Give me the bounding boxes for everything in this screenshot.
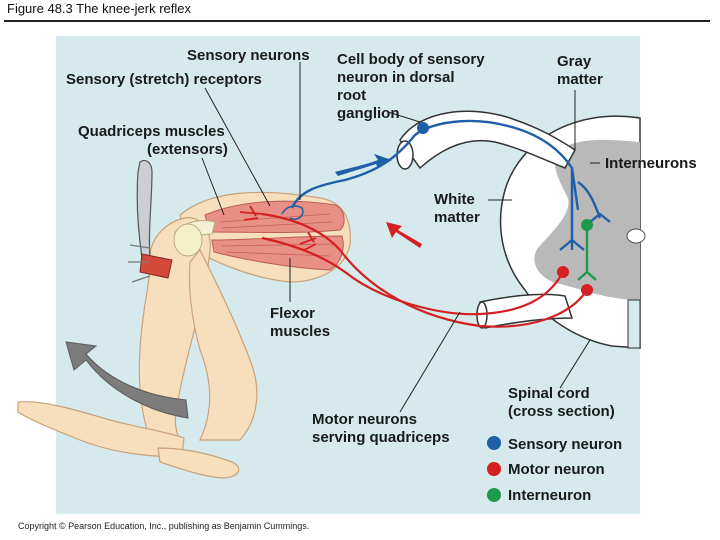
- legend-motor-swatch: [487, 462, 501, 476]
- interneuron-path: [577, 219, 597, 281]
- label-white-matter-line1: White: [434, 191, 475, 208]
- leader-lines: [201, 62, 600, 413]
- foot-2: [157, 447, 240, 479]
- spinal-cord-cross-section: [499, 115, 646, 349]
- label-flexor-line1: Flexor: [270, 305, 315, 322]
- label-quadriceps-line1: Quadriceps muscles: [78, 123, 225, 140]
- motor-neuron-paths: [239, 205, 593, 328]
- legend-sensory-swatch: [487, 436, 501, 450]
- label-cell-body-line2: neuron in dorsal: [337, 69, 455, 86]
- central-canal: [626, 228, 646, 244]
- label-spinal-cord-line2: (cross section): [508, 403, 615, 420]
- copyright-notice: Copyright © Pearson Education, Inc., pub…: [18, 521, 310, 531]
- label-gray-matter-line2: matter: [557, 71, 603, 88]
- label-flexor-line2: muscles: [270, 323, 330, 340]
- legend: Sensory neuron Motor neuron Interneuron: [487, 436, 622, 504]
- motor-cell-body-2: [581, 284, 593, 296]
- legend-sensory-label: Sensory neuron: [508, 436, 622, 453]
- label-cell-body-line3: root: [337, 87, 366, 104]
- sensory-neuron-path: [281, 119, 611, 251]
- legend-motor-label: Motor neuron: [508, 461, 605, 478]
- reflex-hammer-icon: [128, 159, 173, 283]
- title-divider: [4, 20, 710, 22]
- label-motor-serving-line1: Motor neurons: [312, 411, 417, 428]
- label-spinal-cord-line1: Spinal cord: [508, 385, 590, 402]
- motor-cell-body-1: [557, 266, 569, 278]
- label-stretch-receptors: Sensory (stretch) receptors: [66, 71, 262, 88]
- upper-leg-back: [188, 248, 258, 441]
- patella: [173, 223, 203, 257]
- label-motor-serving-line2: serving quadriceps: [312, 429, 450, 446]
- legend-interneuron-label: Interneuron: [508, 487, 591, 504]
- label-cell-body-line4: ganglion: [337, 105, 400, 122]
- label-white-matter-line2: matter: [434, 209, 480, 226]
- ventral-root: [476, 293, 574, 329]
- label-quadriceps-line2: (extensors): [147, 141, 228, 158]
- label-interneurons: Interneurons: [605, 155, 697, 172]
- sensory-arrow-icon: [335, 154, 392, 176]
- interneuron-cell-body: [581, 219, 593, 231]
- label-cell-body-line1: Cell body of sensory: [337, 51, 485, 68]
- legend-interneuron-swatch: [487, 488, 501, 502]
- motor-arrow-icon: [386, 222, 422, 248]
- figure-title: Figure 48.3 The knee-jerk reflex: [7, 1, 192, 16]
- leg-kick-arrow-icon: [65, 341, 189, 419]
- label-gray-matter-line1: Gray: [557, 53, 592, 70]
- sensory-cell-body: [417, 122, 429, 134]
- label-sensory-neurons: Sensory neurons: [187, 47, 310, 64]
- dorsal-root: [396, 110, 576, 170]
